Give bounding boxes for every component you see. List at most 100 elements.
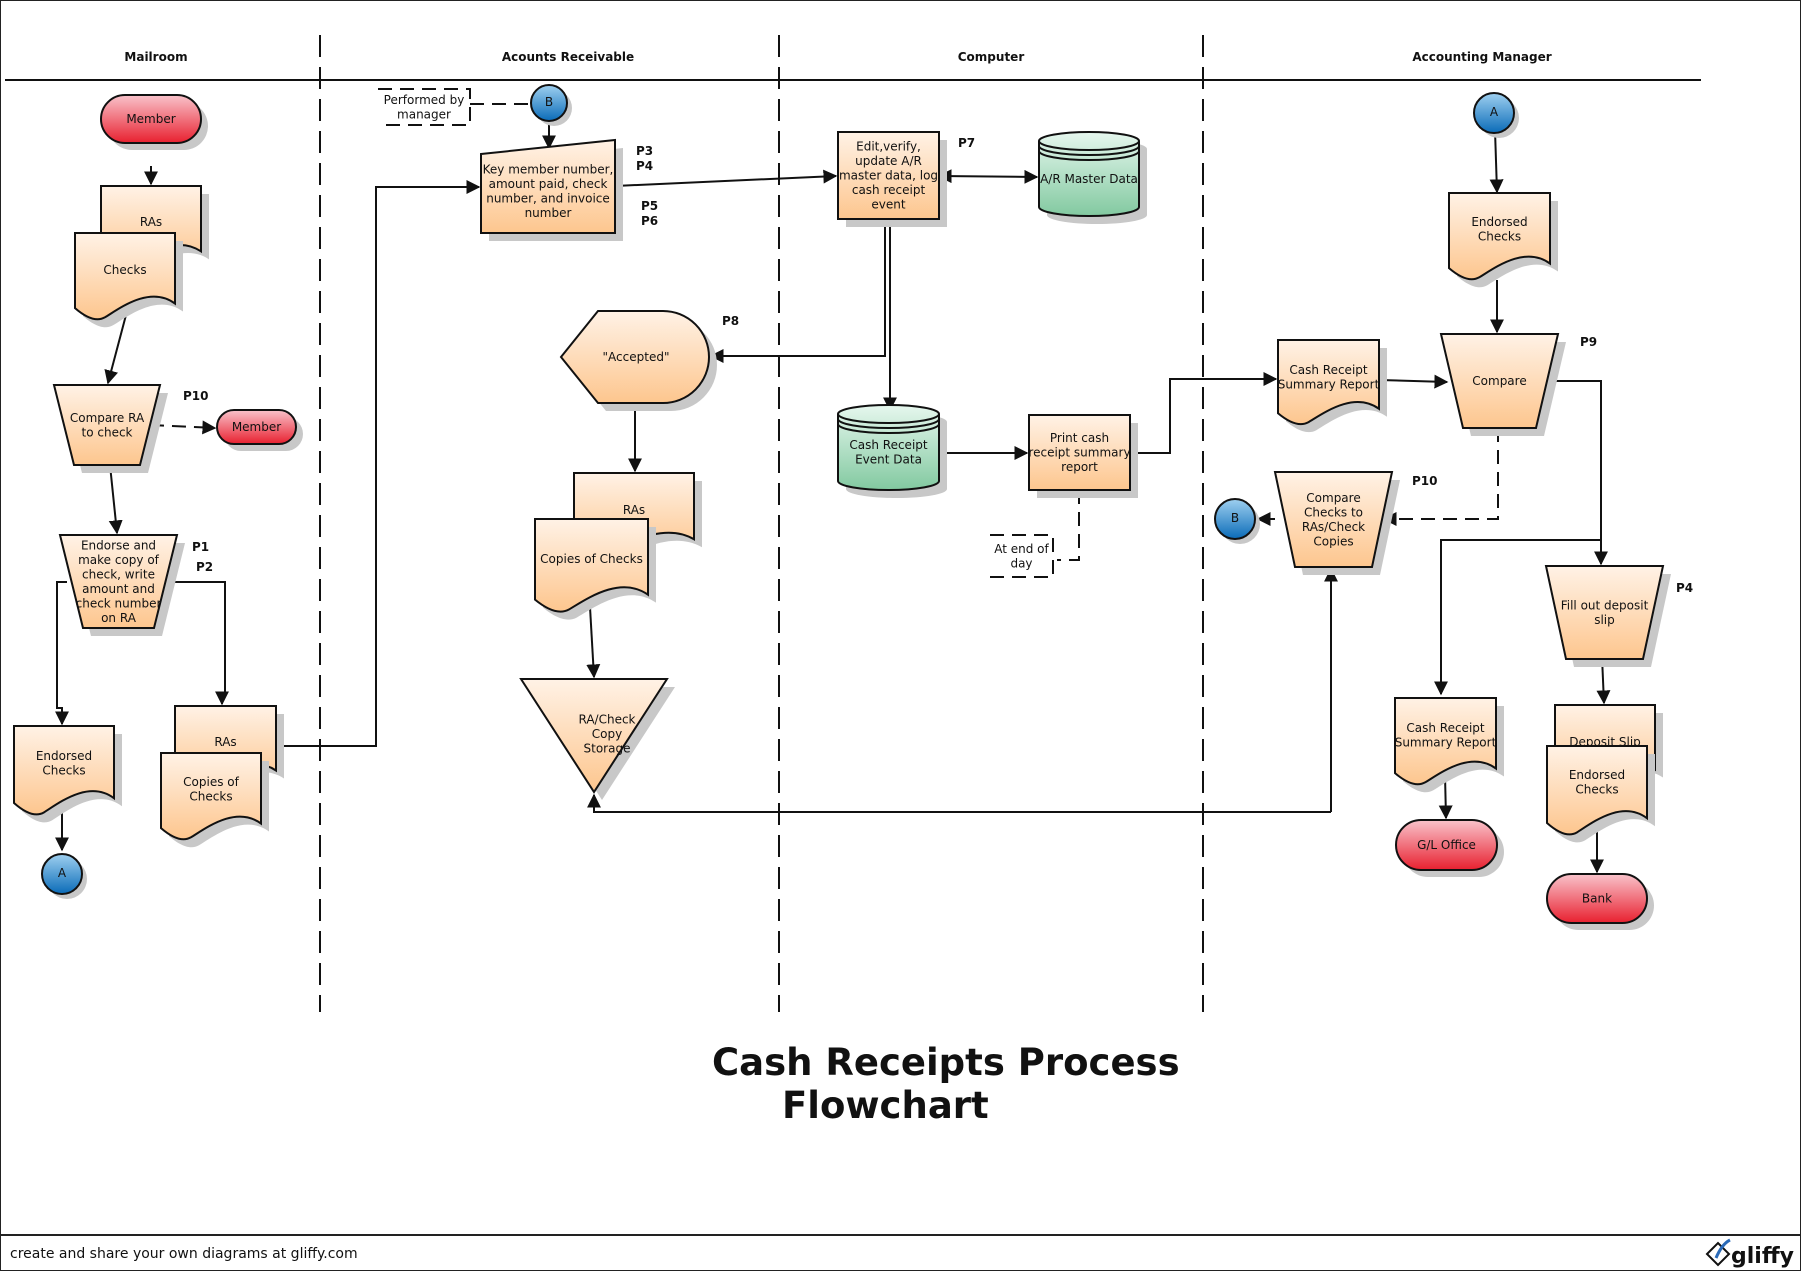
process-label-p5: P5 (641, 199, 658, 213)
database-rim (837, 423, 940, 434)
connector-b-manager[interactable]: B (1214, 498, 1260, 544)
document-shape (1448, 192, 1551, 281)
flow-arrow (1130, 372, 1278, 454)
terminal-member-end-label: Member (232, 420, 281, 434)
connector-b-ar[interactable]: B (530, 84, 572, 126)
process-label-p3: P3 (636, 144, 653, 158)
process-label-p4: P4 (636, 159, 653, 173)
document-checks[interactable]: Checks (74, 232, 183, 328)
process-label-p6: P6 (641, 214, 658, 228)
terminator-shape (1395, 819, 1498, 871)
gliffy-logo[interactable]: gliffy (1705, 1238, 1794, 1269)
flow-arrow (709, 220, 886, 363)
document-copies-of-checks-ar[interactable]: Copies of Checks (534, 518, 656, 620)
flow-connector (1549, 380, 1608, 566)
document-shape (1394, 697, 1497, 786)
terminal-bank-label: Bank (1582, 892, 1612, 906)
flow-arrow-dashed (149, 420, 217, 435)
document-ras-2-label: RAs (214, 735, 236, 749)
display-accepted-label: "Accepted" (603, 350, 670, 364)
connector-a-manager[interactable]: A (1473, 92, 1519, 138)
terminal-gl-office[interactable]: G/L Office (1395, 819, 1504, 877)
database-ar-master[interactable]: A/R Master Data (1038, 131, 1147, 224)
process-label-p8: P8 (722, 314, 739, 328)
flow-arrow (55, 581, 69, 726)
flow-connectors (55, 103, 1611, 874)
connector-a-manager-label: A (1490, 105, 1499, 119)
process-shape (1028, 414, 1131, 491)
terminal-member-end[interactable]: Member (216, 409, 303, 451)
process-compare[interactable]: Compare (1439, 333, 1566, 436)
document-checks-label: Checks (103, 263, 146, 277)
display-shape (559, 310, 710, 404)
terminal-gl-office-label: G/L Office (1417, 838, 1476, 852)
flow-arrow-dashed (1382, 428, 1499, 526)
process-compare-label: Compare (1472, 374, 1526, 388)
swimlane-header: Mailroom Acounts Receivable Computer Acc… (5, 35, 1701, 1012)
database-ar-master-label: A/R Master Data (1040, 172, 1138, 186)
manual-operation-shape (1439, 333, 1560, 429)
process-label-p10-manager: P10 (1412, 474, 1438, 488)
process-label-p2: P2 (196, 560, 213, 574)
process-shape (837, 131, 940, 220)
document-shape (74, 232, 176, 321)
manual-operation-shape (52, 384, 162, 466)
terminator-shape (1546, 873, 1648, 924)
manual-operation-shape (1544, 565, 1665, 660)
flow-arrow (108, 464, 123, 535)
document-ras-label: RAs (140, 215, 162, 229)
terminator-shape (100, 94, 202, 144)
annotation-bracket (990, 534, 1054, 578)
process-label-p10: P10 (183, 389, 209, 403)
terminal-bank[interactable]: Bank (1546, 873, 1654, 930)
connector-a-mailroom[interactable]: A (41, 853, 87, 899)
process-label-p4-manager: P4 (1676, 581, 1693, 595)
process-label-p9: P9 (1580, 335, 1597, 349)
connector-b-manager-label: B (1231, 511, 1239, 525)
flow-arrow (614, 169, 838, 187)
storage-triangle (519, 678, 669, 794)
gliffy-logo-text: gliffy (1731, 1244, 1794, 1269)
flow-arrow (587, 793, 1331, 813)
display-accepted[interactable]: "Accepted" (559, 310, 717, 411)
annotation-link-dashed (1057, 490, 1080, 561)
database-rim (837, 413, 940, 424)
terminal-member-start[interactable]: Member (100, 94, 208, 150)
lane-title-accounts-receivable: Acounts Receivable (502, 50, 634, 64)
terminator-shape (216, 409, 297, 445)
process-label-p1: P1 (192, 540, 209, 554)
flow-arrow (1378, 374, 1449, 389)
flow-arrow (1434, 539, 1601, 696)
database-rim (1038, 145, 1140, 156)
footer-link-text[interactable]: create and share your own diagrams at gl… (10, 1246, 358, 1262)
